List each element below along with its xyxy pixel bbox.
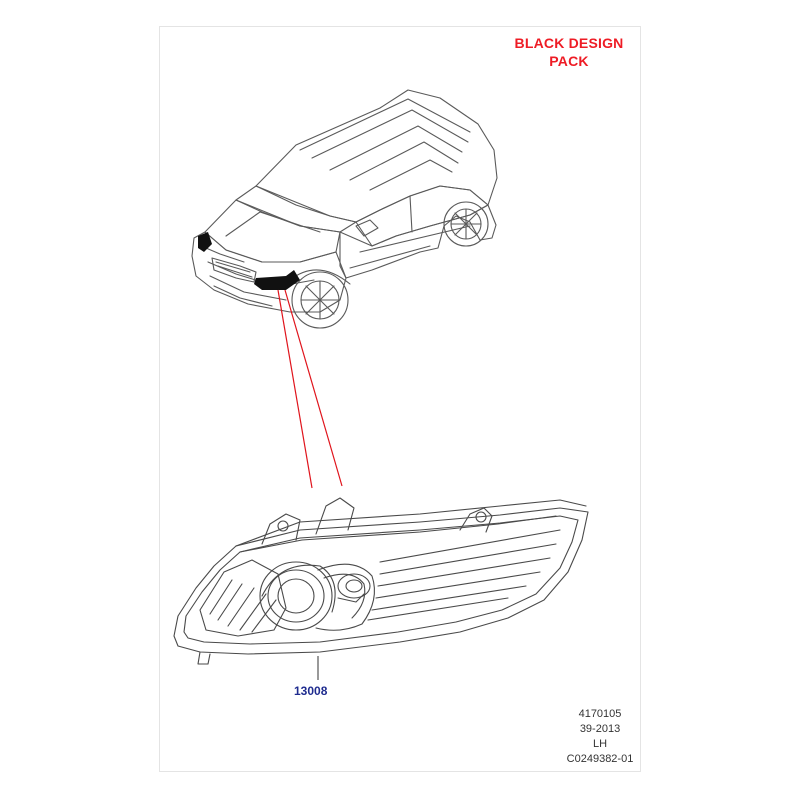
vehicle-drawing [191, 89, 498, 329]
reference-code: C0249382-01 [566, 753, 634, 765]
title-line-1: BLACK DESIGN [514, 35, 624, 51]
part-number-label[interactable]: 13008 [294, 684, 328, 698]
title-line-2: PACK [549, 53, 589, 69]
headlamp-highlight [198, 232, 300, 290]
diagram-title: BLACK DESIGN PACK [502, 34, 636, 70]
diagram-sheet [160, 27, 640, 771]
headlamp-drawing [173, 497, 589, 665]
leader-lines [277, 289, 343, 489]
document-info: 4170105 39-2013 LH C0249382-01 [560, 707, 640, 767]
side-indicator: LH [592, 738, 608, 750]
date-code: 39-2013 [579, 723, 621, 735]
illustration-id: 4170105 [578, 708, 622, 720]
